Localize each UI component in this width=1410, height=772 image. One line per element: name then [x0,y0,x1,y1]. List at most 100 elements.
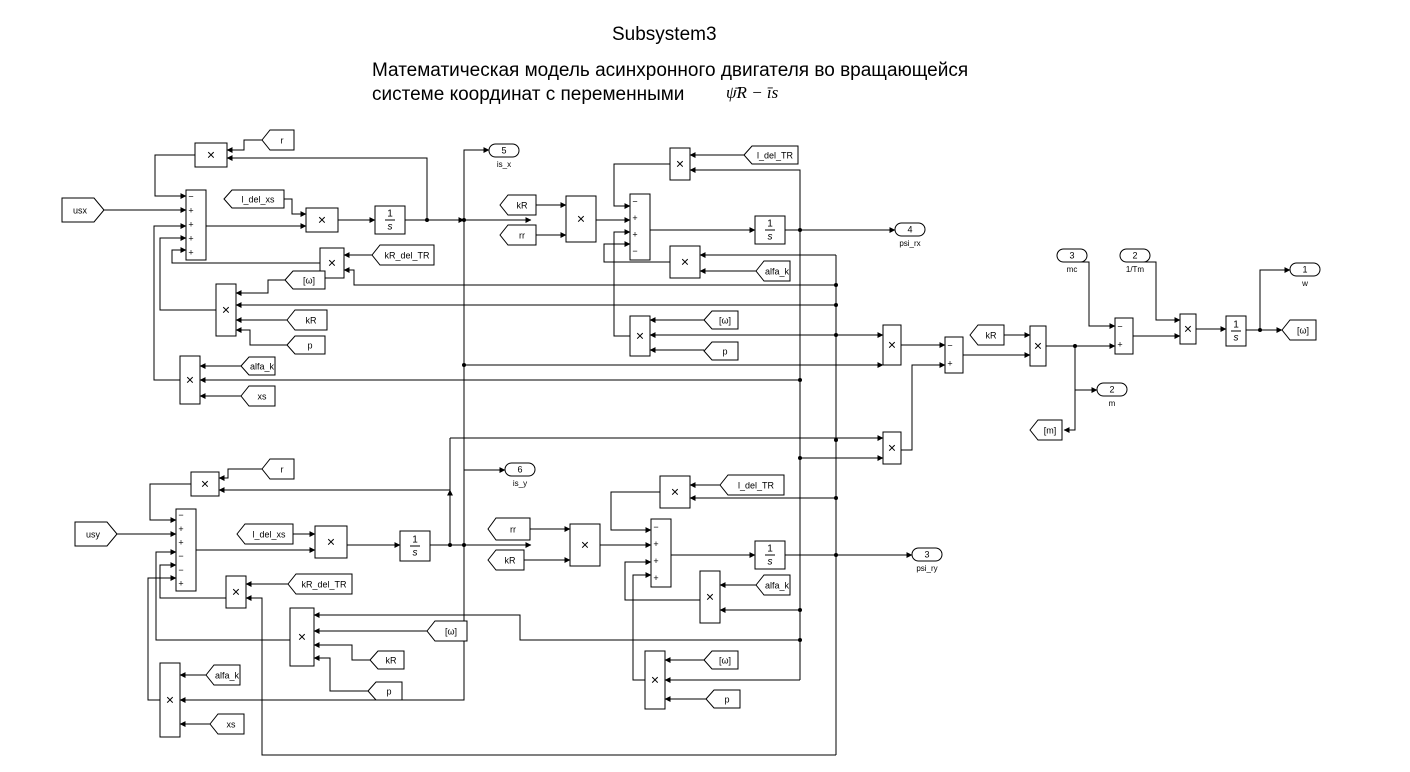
from-alfa-k-lower[interactable]: alfa_k [755,574,791,596]
from-tag-shape [703,341,739,361]
integrator-isy[interactable]: 1s [399,530,431,562]
integrator-isx[interactable]: 1s [374,205,406,235]
from-r-lower[interactable]: r [261,458,295,480]
from-tag-shape [286,335,326,355]
product-r-isy[interactable]: × [190,471,220,497]
port-name: 1/Tm [1126,265,1145,274]
from-l-del-xs-upper[interactable]: l_del_xs [223,189,285,209]
from-tag-label: l_del_xs [241,194,275,204]
product-w-kR-p-upper[interactable]: × [215,283,237,337]
from-alfa-k-upper[interactable]: alfa_k [755,260,791,282]
signal-line-5 [284,198,307,217]
product-alfa-xs-lower[interactable]: × [159,662,181,738]
signal-line-39 [218,468,262,481]
usx-input[interactable]: usx [61,197,105,223]
product-kR-rr-lower[interactable]: × [569,523,601,567]
product-w-kR-p-lower[interactable]: × [289,607,315,667]
from-alfa-k-lower-left[interactable]: alfa_k [205,664,241,686]
integrator-psiry[interactable]: 1s [754,540,786,570]
from-p-lower-mid[interactable]: p [705,689,741,709]
branch-point [834,283,838,287]
signal-line-18 [159,235,216,311]
product-kRdelTR-lower[interactable]: × [225,575,247,609]
from-xs-upper[interactable]: xs [240,385,276,407]
branch-point [1258,328,1262,332]
from-tag-shape [487,549,525,571]
from-tag-shape [261,129,295,151]
product-w-p-lower[interactable]: × [644,650,666,710]
from-l-del-TR-upper[interactable]: l_del_TR [743,145,799,165]
sum-isy[interactable]: −++−−+ [175,508,197,592]
port-name: is_x [497,160,511,169]
out-is-y[interactable]: 6is_y [504,462,536,488]
plus-sign: + [188,219,193,229]
product-alfa-psiry-upper[interactable]: × [669,245,701,279]
product-one-Tm[interactable]: × [1179,313,1197,345]
out-m[interactable]: 2m [1096,382,1128,408]
sum-psirx[interactable]: −++− [629,193,651,261]
signal-line-17 [235,327,287,346]
product-ldelxs-upper[interactable]: × [305,207,339,233]
from-w-upper-mid[interactable]: [ω] [703,310,739,330]
product-ldelTR-upper[interactable]: × [669,147,691,181]
from-kR-del-TR-upper[interactable]: kR_del_TR [371,244,435,266]
sum-block-body [175,508,197,592]
from-kR-torque[interactable]: kR [969,324,1005,346]
input-tag-shape [74,521,118,547]
from-kR-lower-left[interactable]: kR [369,650,405,670]
signal-line-13 [343,267,836,286]
from-l-del-TR-lower[interactable]: l_del_TR [719,474,785,496]
product-block-body [659,475,691,509]
from-rr-lower[interactable]: rr [487,517,531,541]
plus-sign: + [653,556,658,566]
product-w-p-upper[interactable]: × [629,315,651,357]
product-kR-torque[interactable]: × [1029,325,1047,367]
sum-speed[interactable]: −+ [1114,317,1134,355]
from-w-lower-mid[interactable]: [ω] [703,650,739,670]
from-kR-lower[interactable]: kR [487,549,525,571]
product-alfa-psirx-lower[interactable]: × [699,570,721,624]
in-one-Tm[interactable]: 21/Tm [1119,248,1151,274]
port-number: 5 [501,145,506,155]
integrator-psirx[interactable]: 1s [754,215,786,245]
integrator-w[interactable]: 1s [1225,315,1247,347]
from-tag-shape [703,310,739,330]
usy-input[interactable]: usy [74,521,118,547]
from-p-upper-left[interactable]: p [286,335,326,355]
out-w[interactable]: 1w [1289,262,1321,288]
goto-w[interactable]: [ω] [1281,319,1317,341]
from-xs-lower[interactable]: xs [209,713,245,735]
product-block-body [225,575,247,609]
product-ldelTR-lower[interactable]: × [659,475,691,509]
product-ldelxs-lower[interactable]: × [314,525,348,559]
product-kR-rr-upper[interactable]: × [565,195,597,243]
signal-line-12 [171,247,320,264]
from-l-del-xs-lower[interactable]: l_del_xs [236,523,294,545]
from-tag-shape [205,664,241,686]
product-alfa-xs-upper[interactable]: × [179,355,201,405]
sum-psiry[interactable]: −+++ [650,518,672,588]
product-psiry-isx[interactable]: × [882,431,902,465]
in-mc[interactable]: 3mc [1056,248,1088,274]
from-kR-upper-left[interactable]: kR [286,309,328,331]
from-rr-upper[interactable]: rr [499,224,537,246]
out-is-x[interactable]: 5 is_x [488,143,520,169]
plus-sign: + [653,573,658,583]
from-alfa-k-upper-left[interactable]: alfa_k [240,356,276,376]
from-p-lower-left[interactable]: p [367,681,403,701]
from-w-lower[interactable]: [ω] [426,620,468,642]
from-w-upper[interactable]: [ω] [284,270,326,290]
goto-m[interactable]: [m] [1029,419,1063,441]
from-r-upper[interactable]: r [261,129,295,151]
from-kR-del-TR-lower[interactable]: kR_del_TR [287,573,353,595]
from-kR-upper[interactable]: kR [499,194,537,216]
integrator-numerator: 1 [1233,320,1239,331]
from-p-upper-mid[interactable]: p [703,341,739,361]
sum-torque[interactable]: −+ [944,336,964,374]
product-psirx-isy[interactable]: × [882,324,902,366]
port-name: m [1109,399,1116,408]
product-r-isx[interactable]: × [194,142,228,168]
sum-isx[interactable]: −++++ [185,189,207,261]
